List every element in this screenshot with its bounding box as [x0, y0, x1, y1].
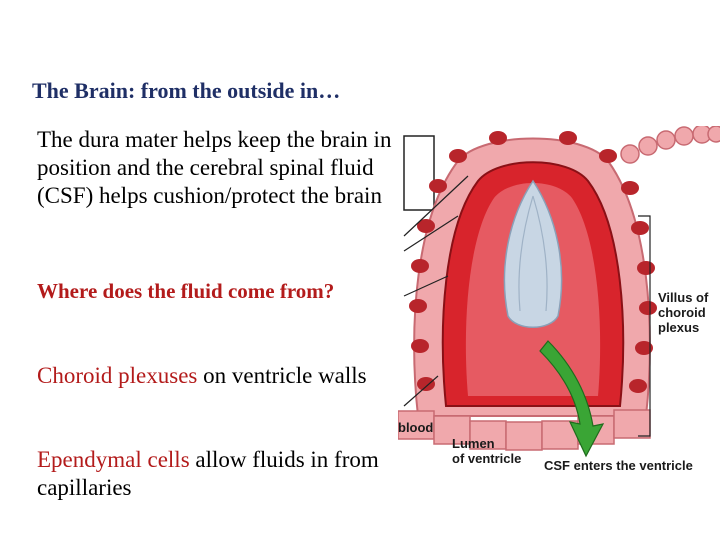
fluid-question: Where does the fluid come from? [37, 279, 335, 303]
leader-lines [403, 175, 469, 407]
villus-label-line3: plexus [658, 320, 700, 335]
villus-label: Villus of choroid plexus [658, 290, 708, 335]
choroid-plexus-paragraph: Choroid plexuses on ventricle walls [37, 362, 397, 390]
slide-title: The Brain: from the outside in… [32, 78, 341, 103]
lumen-label-line1: Lumen [452, 436, 495, 451]
dura-mater-paragraph: The dura mater helps keep the brain in p… [37, 127, 392, 208]
choroid-plexus-text: on ventricle walls [197, 363, 367, 388]
csf-label: CSF enters the ventricle [544, 458, 693, 473]
cell-nuclei [409, 131, 657, 393]
lumen-label: Lumen of ventricle [452, 436, 521, 466]
ependymal-term: Ependymal cells [37, 447, 190, 472]
ependymal-paragraph: Ependymal cells allow fluids in from cap… [37, 446, 397, 502]
blood-label: blood [398, 420, 434, 435]
blank-label-box [403, 135, 435, 211]
csf-arrow [539, 340, 605, 458]
ependymal-text: allow fluids in from capillaries [37, 447, 379, 500]
lumen-label-line2: of ventricle [452, 451, 522, 466]
villus-label-line1: Villus of [658, 290, 709, 305]
choroid-plexus-diagram [398, 126, 720, 458]
villus-bracket [638, 215, 651, 437]
choroid-plexus-term: Choroid plexuses [37, 363, 198, 388]
villus-label-line2: choroid [658, 305, 706, 320]
cell-chain [620, 126, 720, 164]
